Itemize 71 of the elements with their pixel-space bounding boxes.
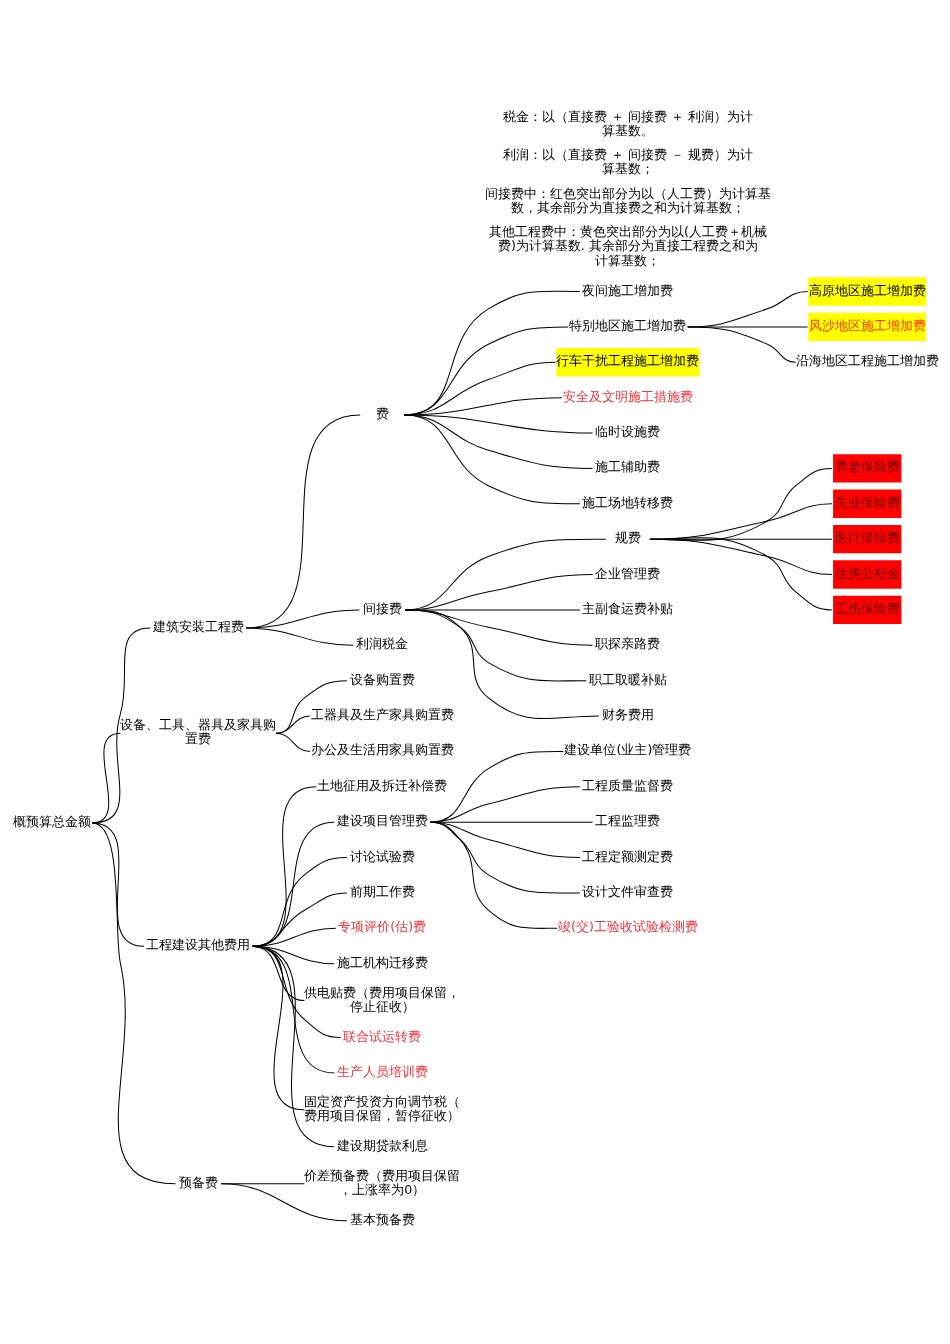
node-text: 特别地区施工增加费 <box>569 317 687 333</box>
node-box: 高原地区施工增加费 <box>808 277 927 306</box>
node-box: 失业保险费 <box>833 489 902 518</box>
connector <box>245 627 354 646</box>
node-box: 住房公积金 <box>833 560 902 589</box>
connector <box>252 945 335 1148</box>
node-text: 专项评价(估)费 <box>338 919 427 935</box>
node-text: 安全及文明施工措施费 <box>562 388 693 404</box>
node-text: 建设期贷款利息 <box>336 1137 428 1153</box>
node-text: 前期工作费 <box>349 883 415 899</box>
connector <box>403 414 581 505</box>
connector <box>91 822 145 947</box>
node-text: 建设单位(业主)管理费 <box>564 742 692 758</box>
node-text: 规费 <box>614 530 641 546</box>
connector <box>220 1183 348 1222</box>
node-text: 施工辅助费 <box>595 459 661 475</box>
node-text: 施工机构迁移费 <box>336 954 428 970</box>
connector <box>429 821 581 894</box>
node-text: 费 <box>375 405 389 421</box>
node-text: 预备费 <box>178 1174 218 1190</box>
node-text: 利润税金 <box>356 636 409 652</box>
connector <box>275 732 311 752</box>
connector <box>275 715 311 734</box>
node-text: 设计文件审查费 <box>582 883 674 899</box>
node-text: 工程定额测定费 <box>582 848 674 864</box>
node-text: 主副食运费补贴 <box>582 600 674 616</box>
node-text: 竣(交)工验收试验检测费 <box>557 919 698 935</box>
node-text: 施工场地转移费 <box>582 494 674 510</box>
label: 利润：以（直接费 ＋ 间接费 － 规费）为计算基数； <box>502 147 753 177</box>
node-text: 价差预备费（费用项目保留，上涨率为0） <box>304 1167 461 1197</box>
node-text: 临时设施费 <box>595 424 661 440</box>
connector <box>252 857 348 947</box>
node-text: 土地征用及拆迁补偿费 <box>317 777 448 793</box>
node-box: 工伤保险费 <box>833 595 902 625</box>
connector <box>404 609 600 720</box>
node-text: 办公及生活用家具购置费 <box>310 742 454 758</box>
node-text: 工程建设其他费用 <box>146 937 251 953</box>
node-text: 固定资产投资方向调节税（费用项目保留，暂停征收） <box>304 1093 461 1123</box>
node-text: 设备、工具、器具及家具购置费 <box>120 717 277 747</box>
connector <box>275 680 348 734</box>
node-text: 基本预备费 <box>349 1211 415 1227</box>
node-text: 设备购置费 <box>349 671 415 687</box>
label: 税金：以（直接费 ＋ 间接费 ＋ 利润）为计算基数。 <box>502 108 753 138</box>
node-text: 联合试运转费 <box>343 1028 422 1044</box>
node-text: 讨论试验费 <box>349 848 415 864</box>
node-text: 职探亲路费 <box>595 636 661 652</box>
connector <box>429 821 594 823</box>
node-box: 医疗保险费 <box>833 525 902 554</box>
connector <box>649 537 833 611</box>
node-text: 间接费 <box>362 600 402 616</box>
node-text: 夜间施工增加费 <box>582 282 674 298</box>
node-box: 风沙地区施工增加费 <box>808 312 927 342</box>
label: 间接费中：红色突出部分为以（人工费）为计算基数，其余部分为直接费之和为计算基数； <box>484 185 771 215</box>
connector <box>429 821 558 929</box>
node-text: 职工取暖补贴 <box>588 671 667 687</box>
connector <box>687 326 797 363</box>
node-box: 行车干扰工程施工增加费 <box>556 348 700 377</box>
node-text: 概预算总金额 <box>12 813 91 829</box>
node-text: 建筑安装工程费 <box>152 618 244 634</box>
node-text: 生产人员培训费 <box>336 1063 428 1079</box>
node-text: 沿海地区工程施工增加费 <box>795 353 939 369</box>
node-text: 建设项目管理费 <box>336 813 428 829</box>
node-text: 财务费用 <box>601 707 654 723</box>
node-box: 养老保险费 <box>833 454 902 483</box>
node-text: 工程质量监督费 <box>582 777 674 793</box>
node-text: 企业管理费 <box>595 565 661 581</box>
node-text: 工程监理费 <box>595 813 661 829</box>
node-text: 工器具及生产家具购置费 <box>310 707 454 723</box>
connector <box>91 822 176 1185</box>
node-text: 供电贴费（费用项目保留，停止征收） <box>304 984 461 1014</box>
label: 其他工程费中：黄色突出部分为以(人工费＋机械费)为计算基数. 其余部分为直接工程费之和为计算基数； <box>488 224 767 268</box>
